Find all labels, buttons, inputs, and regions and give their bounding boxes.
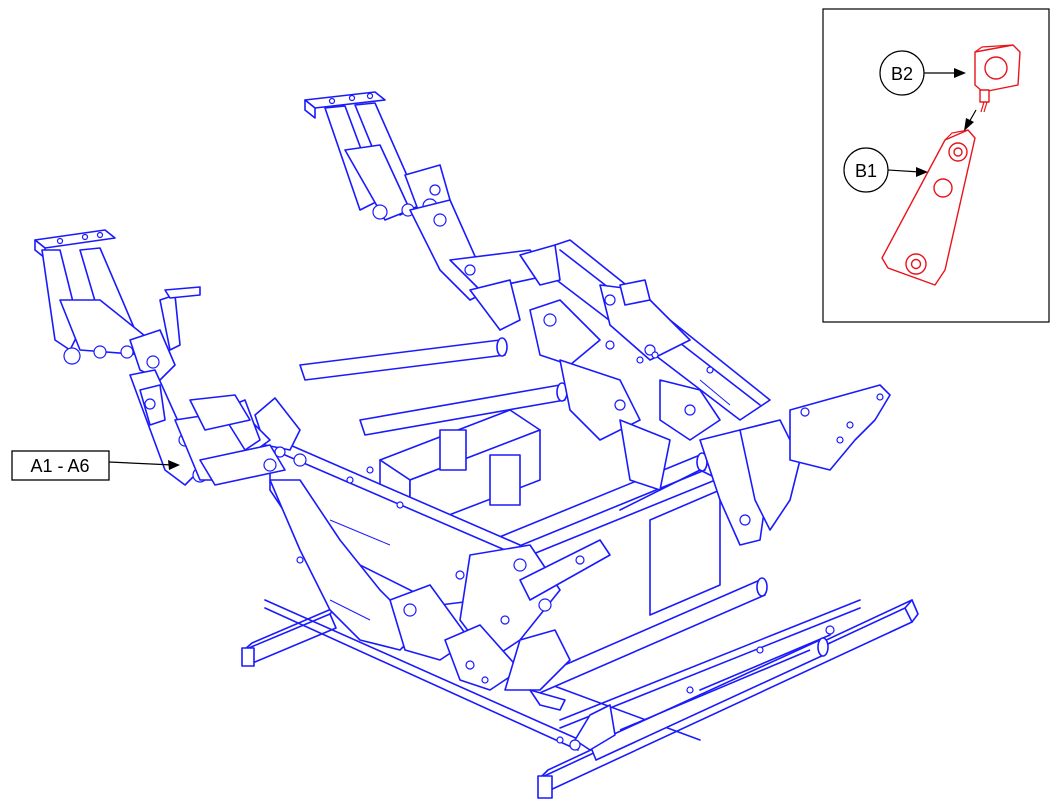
recliner-mechanism-drawing (34, 91, 919, 799)
assembly-arrow (964, 109, 977, 131)
callout-b1: B1 (843, 147, 928, 193)
callout-box (11, 450, 110, 481)
fastener-details (296, 340, 835, 751)
callout-label-a-range: A1 - A6 (30, 456, 89, 476)
callout-a-range: A1 - A6 (11, 450, 180, 481)
arrowhead-icon (964, 118, 974, 131)
callout-label-b1: B1 (855, 161, 877, 181)
callout-b2: B2 (879, 50, 966, 96)
arrowhead-icon (916, 167, 928, 177)
callout-label-b2: B2 (891, 64, 913, 84)
detail-inset: B2 B1 (822, 8, 1050, 323)
right-side-linkage (529, 239, 891, 546)
right-arm-linkage (304, 91, 561, 331)
arrowhead-icon (168, 460, 180, 470)
part-b1-drawing (881, 129, 976, 286)
left-arm-linkage (34, 229, 286, 486)
part-b2-drawing (974, 44, 1021, 113)
arrowhead-icon (954, 68, 966, 78)
left-side-linkage (254, 397, 616, 751)
